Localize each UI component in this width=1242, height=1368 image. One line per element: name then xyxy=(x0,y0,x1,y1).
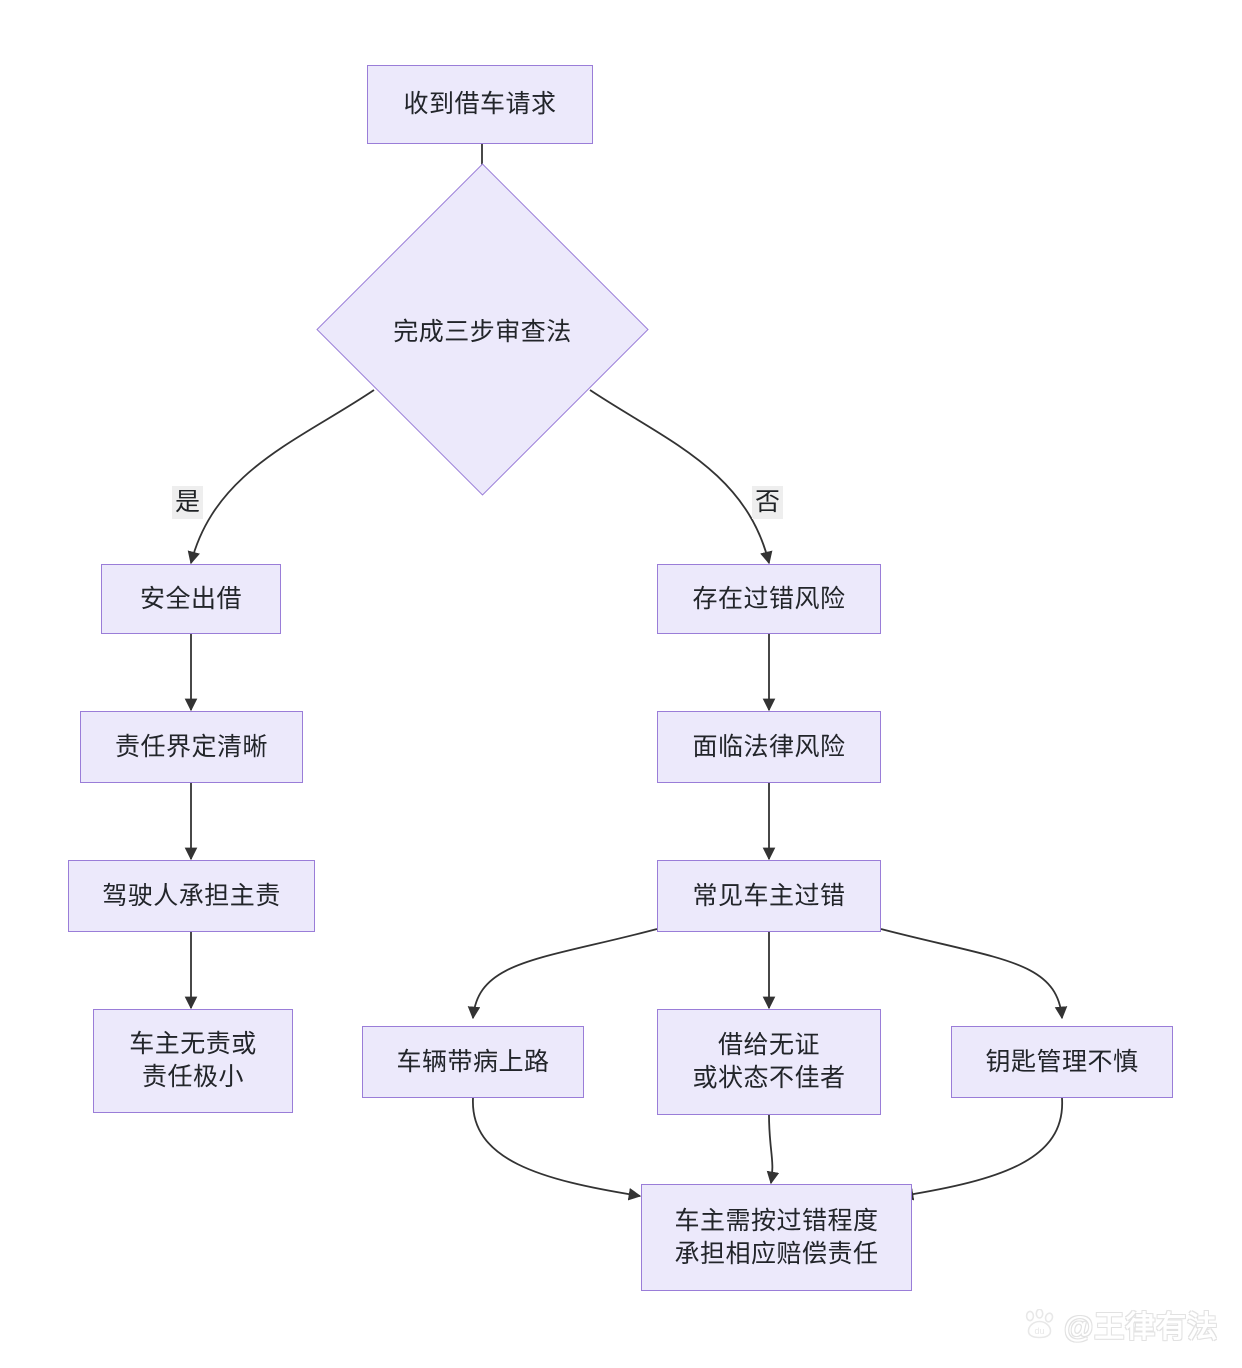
edge-faultlend-compensate xyxy=(766,1114,780,1185)
watermark: du @王律有法 xyxy=(1023,1302,1218,1346)
node-owner-no-liability[interactable]: 车主无责或 责任极小 xyxy=(93,1009,293,1113)
node-fault-defective-vehicle-label: 车辆带病上路 xyxy=(396,1047,550,1076)
node-clear-liability[interactable]: 责任界定清晰 xyxy=(80,711,303,783)
edge-label-no: 否 xyxy=(752,486,784,519)
node-common-owner-faults[interactable]: 常见车主过错 xyxy=(657,860,881,932)
node-start-label: 收到借车请求 xyxy=(403,90,557,118)
node-fault-unlicensed-driver[interactable]: 借给无证 或状态不佳者 xyxy=(657,1009,881,1115)
node-fault-risk[interactable]: 存在过错风险 xyxy=(657,564,881,634)
edge-faults-faultcar xyxy=(467,928,658,1020)
edge-faultkey-compensate xyxy=(900,1097,1063,1201)
edge-label-yes: 是 xyxy=(172,486,204,519)
node-decision[interactable]: 完成三步审查法 xyxy=(316,163,649,496)
node-safe-lend-label: 安全出借 xyxy=(139,584,242,613)
node-owner-compensation[interactable]: 车主需按过错程度 承担相应赔偿责任 xyxy=(641,1184,912,1291)
node-fault-unlicensed-driver-label: 借给无证 或状态不佳者 xyxy=(692,1031,846,1092)
node-driver-main-liability[interactable]: 驾驶人承担主责 xyxy=(68,860,315,932)
node-common-owner-faults-label: 常见车主过错 xyxy=(692,881,846,910)
node-fault-defective-vehicle[interactable]: 车辆带病上路 xyxy=(362,1026,584,1098)
node-owner-compensation-label: 车主需按过错程度 承担相应赔偿责任 xyxy=(674,1206,879,1268)
node-decision-label: 完成三步审查法 xyxy=(393,317,572,346)
node-start[interactable]: 收到借车请求 xyxy=(367,65,593,144)
node-owner-no-liability-label: 车主无责或 责任极小 xyxy=(129,1030,257,1091)
baidu-paw-icon: du xyxy=(1025,1309,1054,1339)
node-safe-lend[interactable]: 安全出借 xyxy=(101,564,281,634)
edge-faultcar-compensate xyxy=(472,1097,642,1201)
edge-decision-risk xyxy=(589,389,773,565)
node-clear-liability-label: 责任界定清晰 xyxy=(114,732,268,761)
edge-decision-safe xyxy=(187,389,375,565)
watermark-text: @王律有法 xyxy=(1064,1311,1219,1344)
node-fault-key-management-label: 钥匙管理不慎 xyxy=(985,1047,1139,1076)
node-fault-key-management[interactable]: 钥匙管理不慎 xyxy=(951,1026,1173,1098)
node-legal-risk-label: 面临法律风险 xyxy=(692,732,846,761)
node-legal-risk[interactable]: 面临法律风险 xyxy=(657,711,881,783)
node-fault-risk-label: 存在过错风险 xyxy=(692,584,846,613)
node-driver-main-liability-label: 驾驶人承担主责 xyxy=(102,881,281,910)
svg-text:du: du xyxy=(1034,1326,1044,1336)
edge-faults-faultkey xyxy=(880,928,1068,1020)
